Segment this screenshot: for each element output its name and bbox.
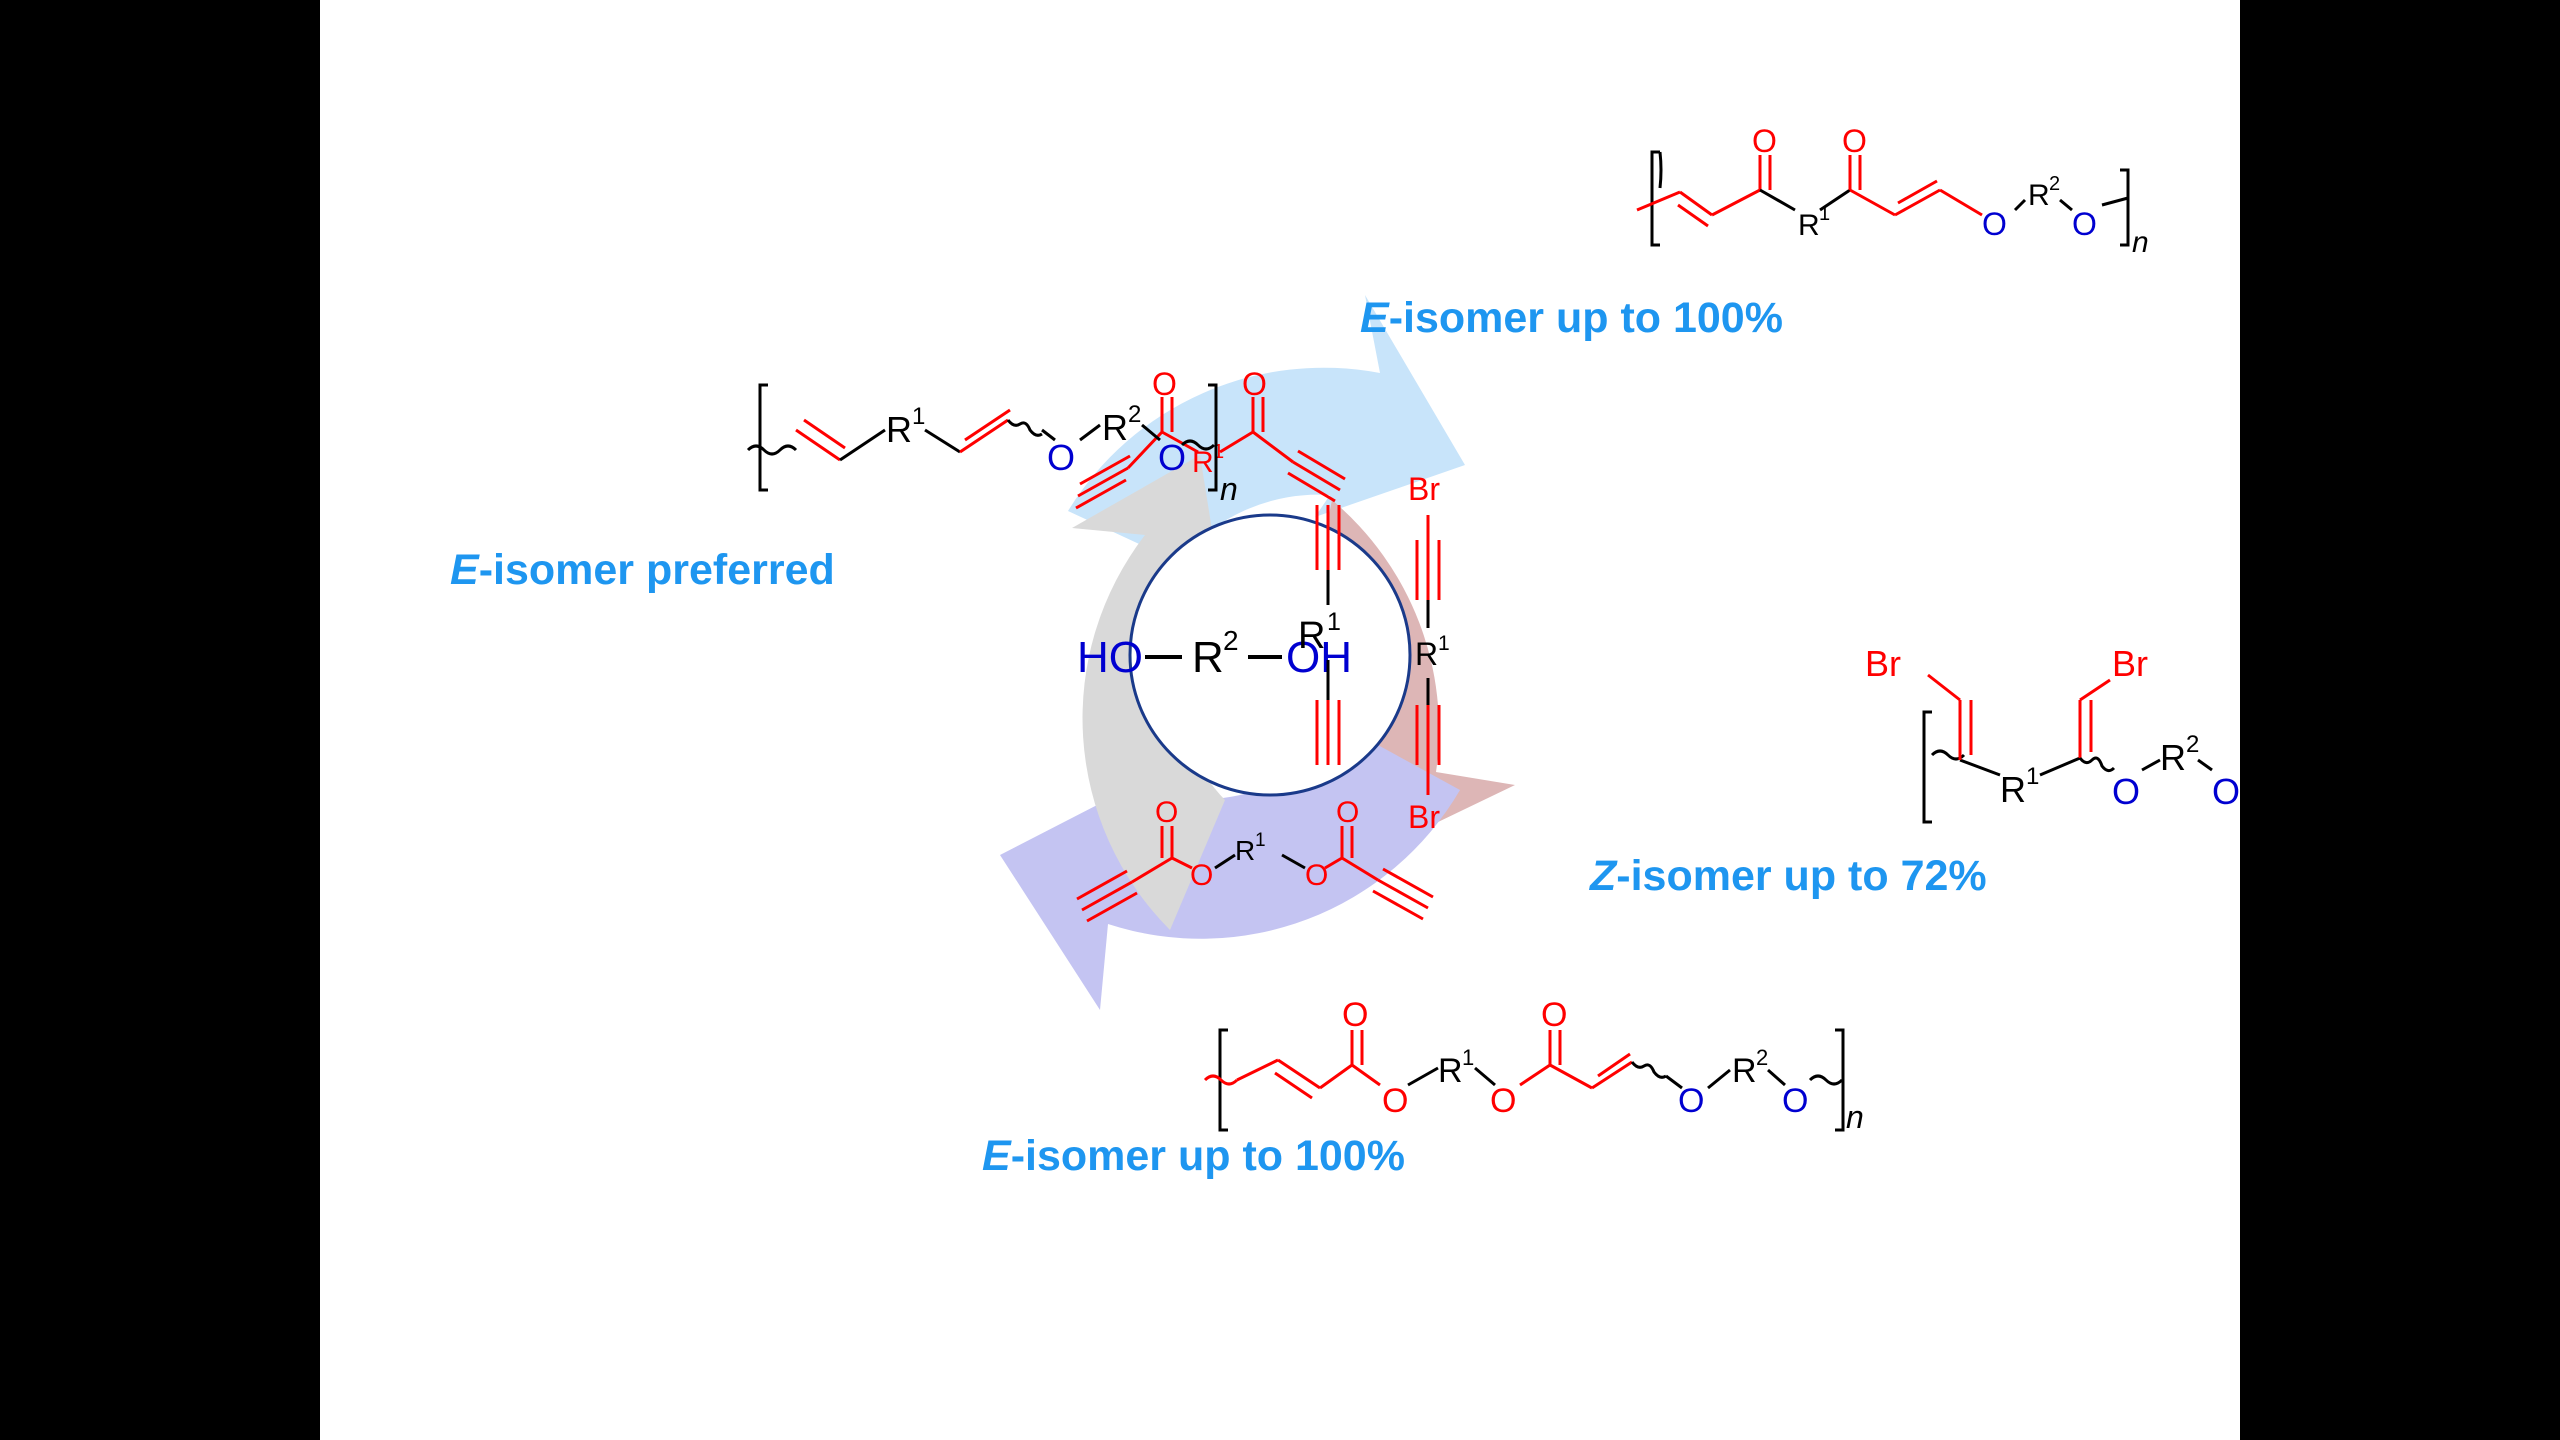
alkene-n: n [1220, 471, 1238, 507]
polymer-acrylate-labels: O O R 1 O O O R 2 O n [1342, 996, 1864, 1135]
diol-oh: OH [1286, 633, 1352, 682]
bromovinyl-br-right: Br [2112, 643, 2148, 684]
caption-top-right-text: -isomer up to 100% [1388, 294, 1783, 342]
bromoalkyne-r: R [1415, 636, 1438, 672]
alkene-o-1: O [1047, 437, 1075, 478]
monomer-diynone-labels: O O R 1 [1152, 366, 1267, 479]
monomer-diyne [1315, 505, 1341, 765]
diynone-r: R [1192, 446, 1214, 479]
enone-o-carbonyl-1: O [1752, 123, 1777, 159]
acrylate-r1: R [1438, 1052, 1463, 1090]
acrylate-o-carbonyl-1: O [1342, 996, 1368, 1034]
diol-r-sup: 2 [1223, 625, 1239, 656]
acrylate-o-ether-1: O [1678, 1082, 1704, 1120]
caption-top-right: E-isomer up to 100% [1360, 294, 1783, 343]
monomer-diynone [1075, 397, 1346, 510]
polymer-enone-labels: O O R 1 O R 2 O n [1752, 123, 2149, 259]
monomer-bromoalkyne [1415, 515, 1441, 795]
caption-left-text: -isomer preferred [478, 546, 835, 594]
caption-bottom-italic: E [982, 1132, 1011, 1180]
diynone-o2: O [1242, 366, 1267, 402]
alkene-r2: R [1102, 407, 1128, 448]
polymer-bromovinyl [1922, 673, 2213, 824]
acrylate-n: n [1846, 1099, 1864, 1135]
diol-r: R [1192, 633, 1224, 682]
caption-right-text: -isomer up to 72% [1616, 852, 1987, 900]
enone-r2: R [2028, 179, 2050, 212]
monomer-diyne-labels: R 1 [1298, 608, 1341, 657]
alkene-o-2: O [1158, 437, 1186, 478]
dipropiolate-o-top-left: O [1155, 796, 1178, 829]
figure-panel: HO R 2 OH O O R 1 Br R 1 Br [320, 0, 2240, 1440]
caption-left: E-isomer preferred [450, 546, 835, 595]
bromovinyl-br-left: Br [1865, 643, 1901, 684]
polymer-acrylate [1203, 1028, 1845, 1132]
acrylate-r2-sup: 2 [1756, 1045, 1768, 1070]
dipropiolate-o-top-right: O [1336, 796, 1359, 829]
diyne-r-sup: 1 [1327, 608, 1341, 636]
diol-ho: HO [1077, 633, 1143, 682]
acrylate-o-ester-1: O [1382, 1082, 1408, 1120]
enone-o-carbonyl-2: O [1842, 123, 1867, 159]
alkene-r2-sup: 2 [1128, 401, 1141, 428]
caption-right-italic: Z [1590, 852, 1617, 900]
acrylate-o-ether-2: O [1782, 1082, 1808, 1120]
alkene-r1-sup: 1 [912, 403, 925, 430]
enone-o-ether-1: O [1982, 206, 2007, 242]
acrylate-r1-sup: 1 [1462, 1045, 1474, 1070]
enone-r1-sup: 1 [1819, 203, 1830, 225]
polymer-alkene-labels: R 1 O R 2 O n [886, 401, 1238, 507]
diol-structure: HO R 2 OH [1077, 625, 1352, 682]
acrylate-o-carbonyl-2: O [1541, 996, 1567, 1034]
caption-bottom-text: -isomer up to 100% [1010, 1132, 1405, 1180]
polymer-bromovinyl-labels: Br Br R 1 O R 2 O n [1865, 643, 2240, 812]
diynone-r-sup: 1 [1213, 441, 1224, 463]
caption-bottom: E-isomer up to 100% [982, 1132, 1405, 1181]
polymer-enone [1636, 150, 2130, 247]
bromovinyl-o-1: O [2112, 771, 2140, 812]
enone-o-ether-2: O [2072, 206, 2097, 242]
bromovinyl-r1: R [2000, 769, 2026, 810]
bromovinyl-o-2: O [2212, 771, 2240, 812]
enone-n: n [2132, 226, 2149, 259]
dipropiolate-o-right: O [1305, 859, 1328, 892]
dipropiolate-r: R [1235, 835, 1255, 866]
bromovinyl-r2-sup: 2 [2186, 731, 2199, 758]
monomer-dipropiolate-labels: O O O O R 1 [1155, 796, 1359, 892]
bromoalkyne-br-bottom: Br [1408, 799, 1440, 835]
bromoalkyne-br-top: Br [1408, 471, 1440, 507]
enone-r2-sup: 2 [2049, 173, 2060, 195]
diynone-o1: O [1152, 366, 1177, 402]
caption-top-right-italic: E [1360, 294, 1389, 342]
polymerization-scheme: HO R 2 OH O O R 1 Br R 1 Br [746, 123, 2240, 1135]
diyne-r: R [1298, 615, 1325, 657]
bromovinyl-r1-sup: 1 [2026, 763, 2039, 790]
dipropiolate-r-sup: 1 [1255, 830, 1266, 851]
monomer-bromoalkyne-labels: Br R 1 Br [1408, 471, 1450, 835]
bromovinyl-r2: R [2160, 737, 2186, 778]
acrylate-o-ester-2: O [1490, 1082, 1516, 1120]
enone-r1: R [1798, 209, 1820, 242]
dipropiolate-o-left: O [1190, 859, 1213, 892]
acrylate-r2: R [1732, 1052, 1757, 1090]
caption-right: Z-isomer up to 72% [1590, 852, 1987, 901]
polymer-alkene [746, 383, 1218, 492]
bromoalkyne-r-sup: 1 [1438, 632, 1450, 655]
caption-left-italic: E [450, 546, 479, 594]
monomer-dipropiolate [1076, 826, 1434, 923]
alkene-r1: R [886, 409, 912, 450]
